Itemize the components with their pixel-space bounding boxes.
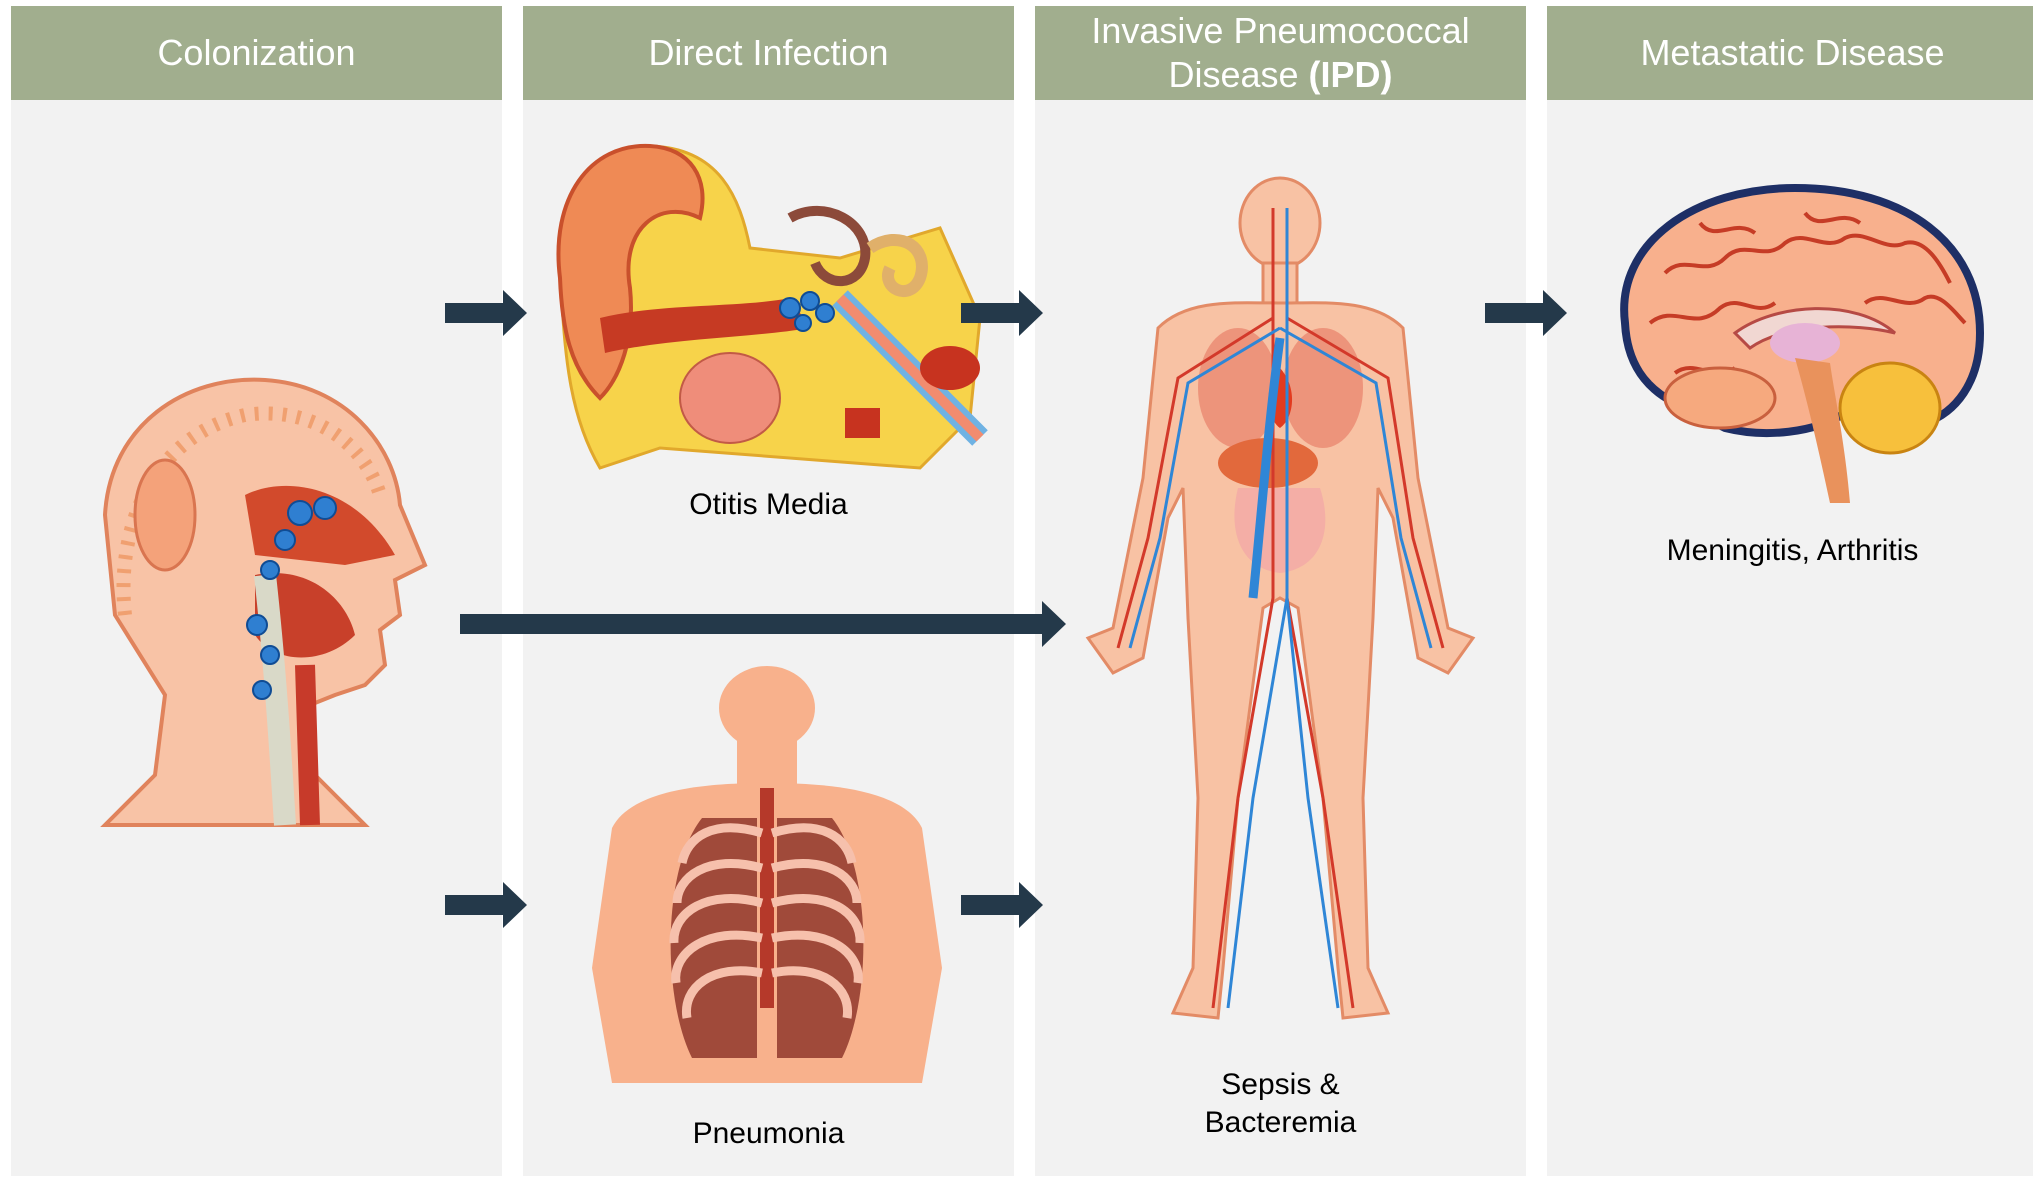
lungs-ribcage-icon xyxy=(592,668,952,1083)
otitis-media-caption: Otitis Media xyxy=(523,486,1014,524)
ipd-title-abbrev: (IPD) xyxy=(1309,54,1393,95)
sepsis-bacteremia-caption: Sepsis & Bacteremia xyxy=(1035,1066,1526,1142)
metastatic-column: Metastatic Disease xyxy=(1547,6,2033,1176)
brain-icon xyxy=(1605,183,1985,508)
arrow-colonization-to-pneumonia xyxy=(445,882,527,928)
ipd-title-line1: Invasive Pneumococcal xyxy=(1091,10,1469,51)
arrow-otitis-to-ipd xyxy=(961,290,1043,336)
pneumonia-caption: Pneumonia xyxy=(523,1115,1014,1153)
metastatic-title: Metastatic Disease xyxy=(1640,31,1944,75)
ipd-header: Invasive Pneumococcal Disease (IPD) xyxy=(1035,6,1526,100)
circulatory-system-body-icon xyxy=(1088,178,1474,1030)
metastatic-header: Metastatic Disease xyxy=(1547,6,2033,100)
arrow-pneumonia-to-ipd xyxy=(961,882,1043,928)
colonization-title: Colonization xyxy=(157,31,355,75)
meningitis-arthritis-caption: Meningitis, Arthritis xyxy=(1547,532,2033,570)
colonization-header: Colonization xyxy=(11,6,502,100)
arrow-ipd-to-metastatic xyxy=(1485,290,1567,336)
arrow-colonization-to-otitis xyxy=(445,290,527,336)
arrow-colonization-to-ipd xyxy=(460,601,1066,647)
ear-anatomy-icon xyxy=(540,138,1000,483)
ipd-title-line2: Disease xyxy=(1168,54,1308,95)
direct-infection-header: Direct Infection xyxy=(523,6,1014,100)
direct-infection-title: Direct Infection xyxy=(648,31,888,75)
head-cross-section-icon xyxy=(95,365,425,825)
